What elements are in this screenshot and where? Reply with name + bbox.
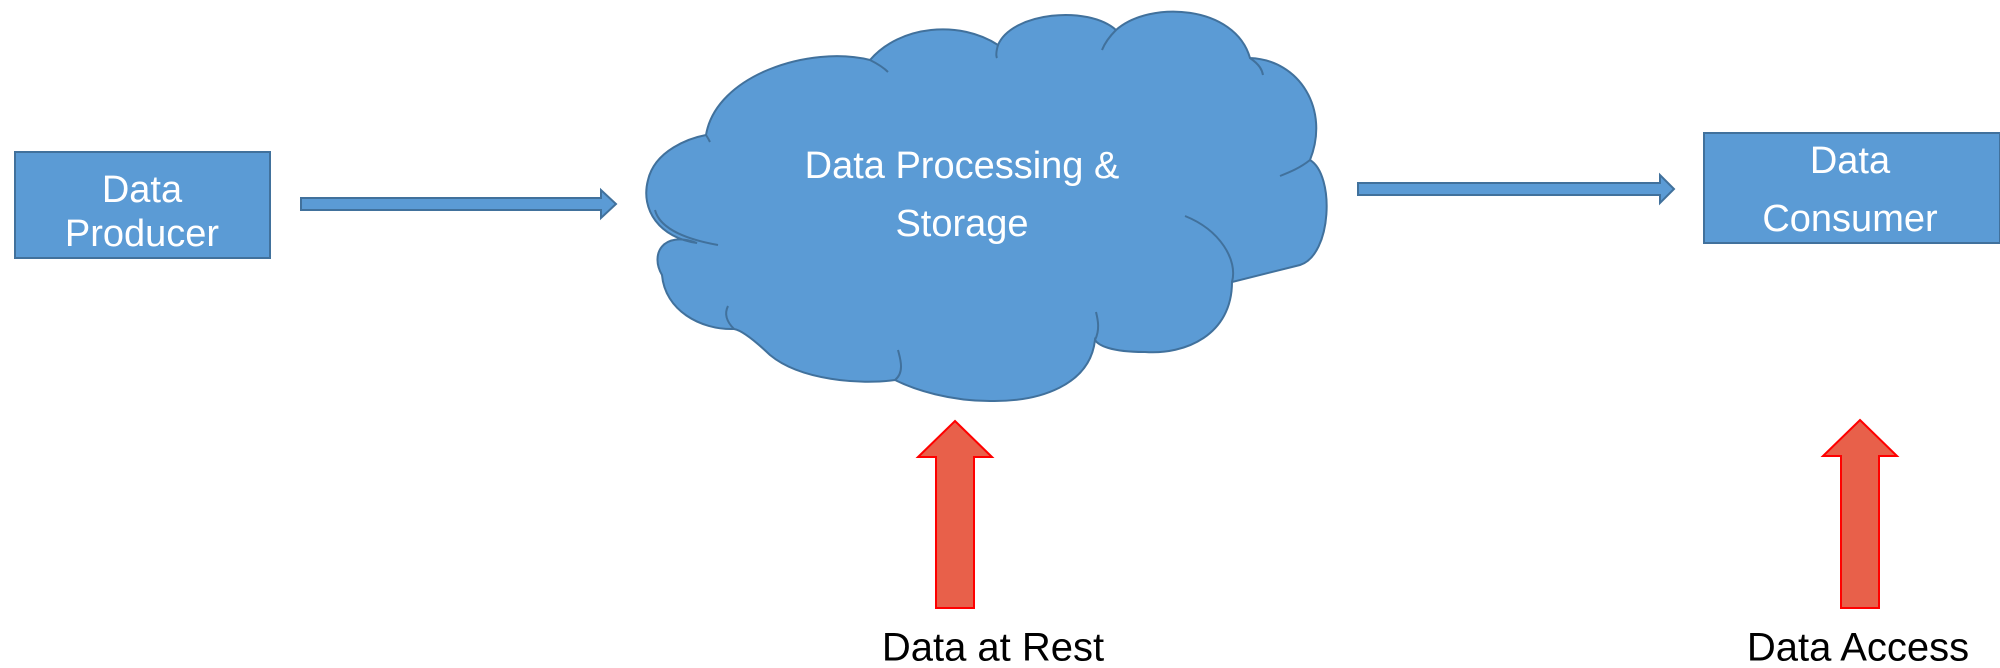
producer-node: Data Producer [14,151,271,259]
cloud-crease [1184,215,1235,283]
data-access-label: Data Access [1747,626,1969,668]
consumer-node: Data Consumer [1703,132,2000,244]
data-access-arrow [1820,418,1900,609]
cloud-crease [654,209,719,246]
consumer-label-line2: Consumer [1762,198,1938,240]
data-at-rest-arrow [915,419,995,609]
consumer-label-line1: Data [1810,140,1891,182]
data-at-rest-label: Data at Rest [882,626,1104,668]
processing-label-line1: Data Processing & [805,145,1120,187]
cloud-crease [1101,29,1117,51]
producer-label-line2: Producer [65,213,220,255]
cloud-crease [995,44,999,59]
cloud-crease [1094,311,1100,341]
producer-to-processing-arrow [300,187,618,221]
producer-label-line1: Data [102,169,183,211]
processing-node: Data Processing & Storage [645,10,1328,403]
cloud-crease [725,305,735,330]
consumer-box [1703,132,2000,244]
producer-box [14,151,271,259]
cloud-crease [869,59,889,73]
cloud-crease [1249,57,1264,76]
cloud-crease [1279,159,1311,177]
processing-cloud [645,10,1328,403]
processing-to-consumer-arrow [1357,172,1676,206]
cloud-crease [705,134,711,143]
cloud-crease [894,349,902,381]
processing-label-line2: Storage [895,203,1028,245]
